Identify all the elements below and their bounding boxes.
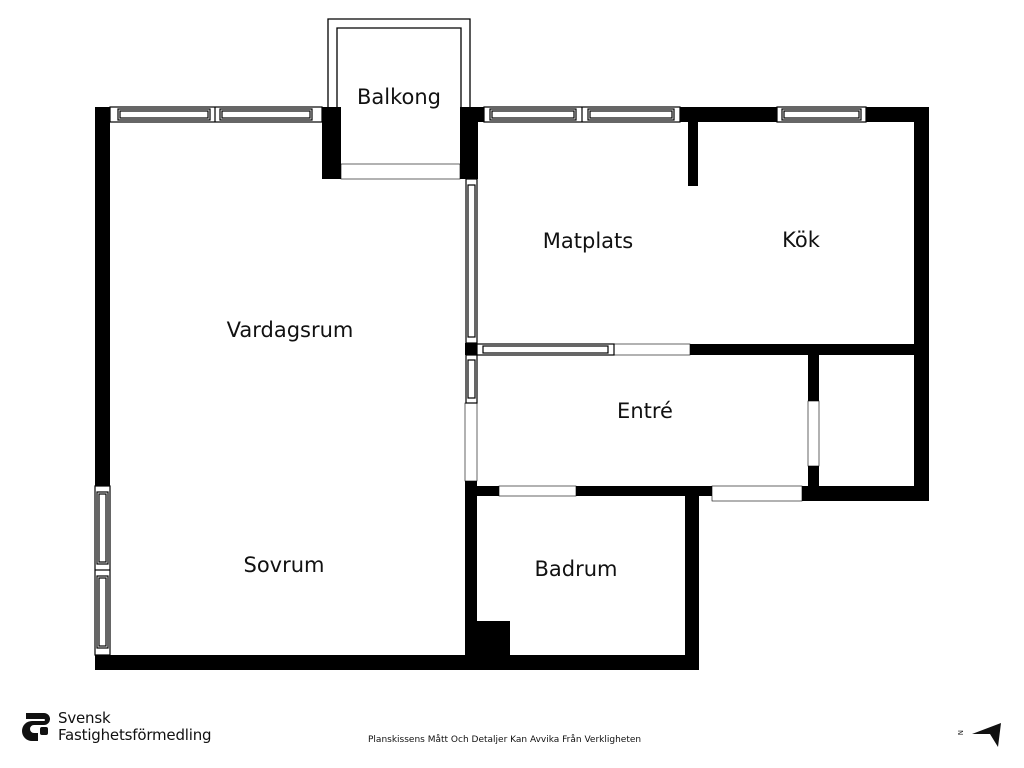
walls xyxy=(95,107,929,670)
room-label-sovrum: Sovrum xyxy=(243,553,324,577)
opening-closet-door xyxy=(807,400,820,467)
wall-top-right-b xyxy=(680,107,777,122)
glass-partition-horizontal xyxy=(476,343,615,356)
room-label-vardagsrum: Vardagsrum xyxy=(227,318,354,342)
logo-line-2: Fastighetsförmedling xyxy=(58,726,212,744)
north-arrow-icon: N xyxy=(956,723,1001,747)
opening-balcony-door xyxy=(340,163,461,180)
room-label-balkong: Balkong xyxy=(357,85,441,109)
balcony-railing xyxy=(327,18,471,107)
windows xyxy=(94,106,867,656)
glass-partition-vertical-lower xyxy=(465,354,478,404)
wall-entre-bottom-a xyxy=(465,486,499,496)
wall-closet-bottom xyxy=(802,486,929,501)
brand-logo: Svensk Fastighetsförmedling xyxy=(22,709,212,744)
wall-top-right-c xyxy=(866,107,929,122)
badrum-shaft xyxy=(465,621,510,670)
glass-partition-vertical xyxy=(465,178,478,344)
room-label-matplats: Matplats xyxy=(543,229,633,253)
wall-bottom xyxy=(95,655,699,670)
wall-kitchen-divider xyxy=(688,122,698,186)
wall-top-left-stub xyxy=(95,107,110,122)
wall-entre-top xyxy=(690,344,929,355)
wall-interior-vertical-mid xyxy=(465,343,477,355)
window-kok-top xyxy=(776,106,867,123)
north-letter: N xyxy=(956,730,964,735)
opening-front-door xyxy=(711,485,803,502)
wall-closet-left-top xyxy=(808,355,819,401)
svensk-fastighetsformedling-logo-icon xyxy=(22,713,50,741)
logo-line-1: Svensk xyxy=(58,709,111,727)
floor-plan: Balkong Vardagsrum Matplats Kök Entré So… xyxy=(94,18,929,670)
opening-badrum-door xyxy=(498,485,577,497)
window-sovrum-left xyxy=(94,485,111,656)
room-label-badrum: Badrum xyxy=(534,557,617,581)
wall-balcony-left-pillar xyxy=(322,107,341,179)
window-matplats-top xyxy=(483,106,681,123)
wall-interior-vertical-top xyxy=(464,107,478,179)
window-vardagsrum-top xyxy=(109,106,323,123)
opening-vardagsrum-entre xyxy=(464,402,478,482)
wall-badrum-right xyxy=(685,486,699,670)
room-label-kok: Kök xyxy=(782,228,821,252)
wall-closet-left-bottom xyxy=(808,466,819,501)
openings xyxy=(340,163,820,502)
opening-matplats-entre xyxy=(613,343,691,356)
wall-right xyxy=(914,107,929,501)
room-labels: Balkong Vardagsrum Matplats Kök Entré So… xyxy=(227,85,821,581)
disclaimer-text: Planskissens Mått Och Detaljer Kan Avvik… xyxy=(368,735,642,745)
room-label-entre: Entré xyxy=(617,399,673,423)
wall-top-right-a xyxy=(478,107,484,122)
wall-entre-bottom-b xyxy=(576,486,712,496)
